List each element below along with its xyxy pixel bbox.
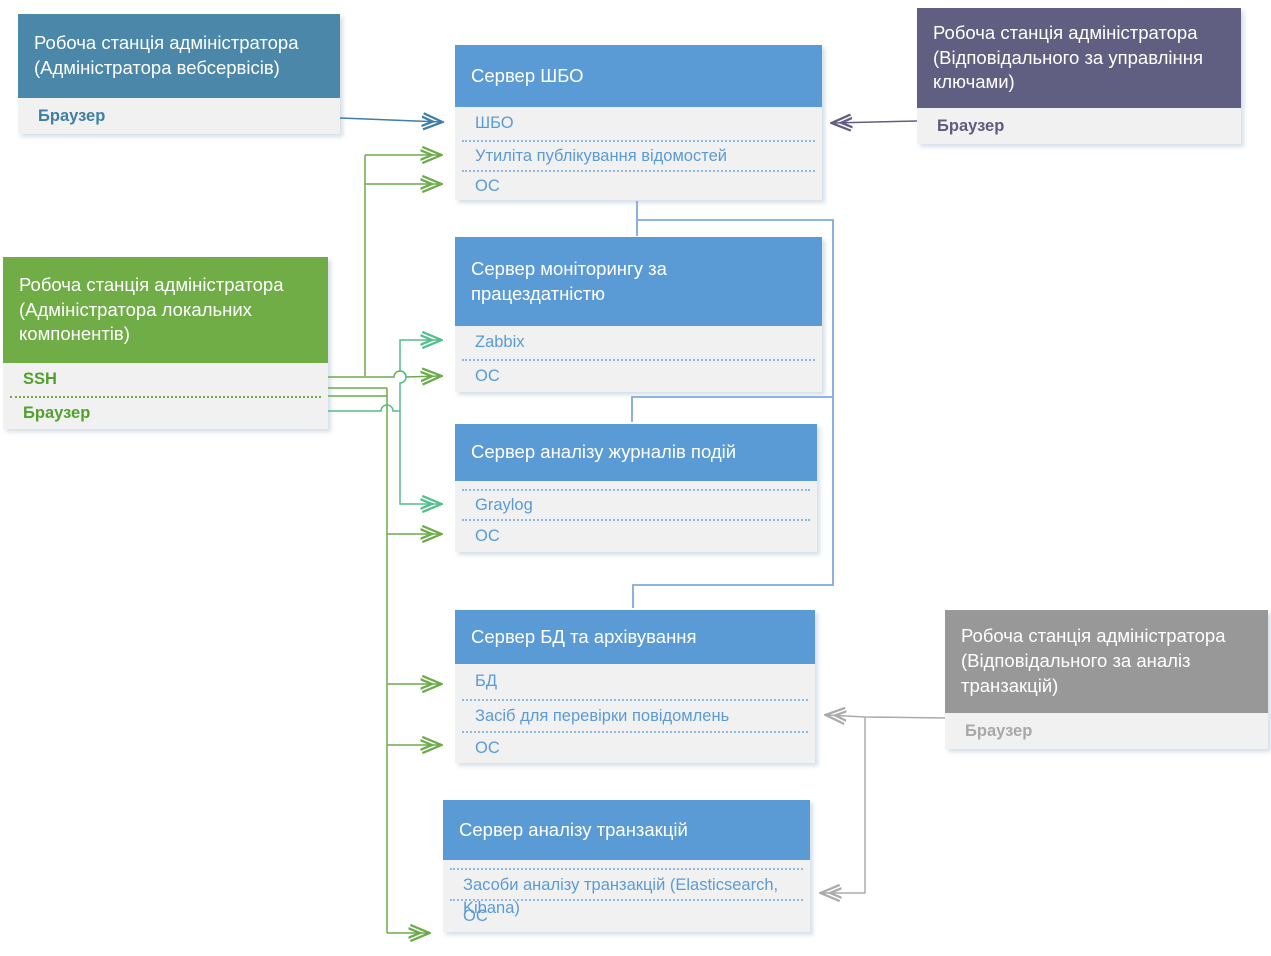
server-trans-title: Сервер аналізу транзакцій: [443, 800, 810, 860]
server-db-title: Сервер БД та архівування: [455, 610, 815, 664]
server-db-item-db: БД: [475, 672, 498, 690]
server-monitoring: Сервер моніторингу за працездатністю Zab…: [455, 237, 822, 392]
workstation-transactions: Робоча станція адміністратора (Відповіда…: [945, 610, 1268, 749]
server-shbo-item-shbo: ШБО: [475, 114, 514, 132]
workstation-keys-item-browser: Браузер: [937, 116, 1005, 135]
workstation-transactions-title: Робоча станція адміністратора (Відповіда…: [945, 610, 1268, 713]
server-monitoring-item-zabbix: Zabbix: [475, 333, 525, 351]
server-shbo-item-os: ОС: [462, 170, 815, 200]
workstation-keys: Робоча станція адміністратора (Відповіда…: [917, 8, 1241, 144]
workstation-local: Робоча станція адміністратора (Адміністр…: [3, 257, 328, 429]
edge-trans-browser-to-trans-tools: [822, 717, 866, 893]
workstation-local-item-ssh: SSH: [23, 370, 57, 388]
edge-local-browser-to-zabbix: [399, 340, 440, 411]
workstation-local-item-browser: Браузер: [10, 396, 321, 429]
server-trans-item-os: ОС: [450, 899, 803, 932]
edge-web-browser-to-shbo: [339, 118, 441, 122]
server-db-item-msgcheck: Засіб для перевірки повідомлень: [462, 699, 808, 731]
edge-trans-browser-to-msgcheck: [827, 715, 946, 718]
server-db: Сервер БД та архівування БД Засіб для пе…: [455, 610, 815, 763]
workstation-web-title: Робоча станція адміністратора (Адміністр…: [18, 14, 340, 98]
server-monitoring-title: Сервер моніторингу за працездатністю: [455, 237, 822, 326]
server-shbo: Сервер ШБО ШБО Утиліта публікування відо…: [455, 45, 822, 200]
server-trans-item-tools: Засоби аналізу транзакцій (Elasticsearch…: [450, 868, 803, 917]
edge-local-browser-stub: [328, 404, 400, 412]
server-monitoring-item-os: ОС: [462, 359, 815, 392]
server-logs: Сервер аналізу журналів подій Graylog ОС: [455, 424, 817, 552]
edge-keys-browser-to-shbo: [833, 121, 918, 123]
server-shbo-title: Сервер ШБО: [455, 45, 822, 107]
server-db-item-os: ОС: [462, 731, 808, 763]
server-logs-item-graylog: Graylog: [462, 489, 810, 519]
workstation-transactions-item-browser: Браузер: [965, 721, 1033, 740]
server-logs-item-os: ОС: [462, 519, 810, 552]
server-trans: Сервер аналізу транзакцій Засоби аналізу…: [443, 800, 810, 932]
server-logs-title: Сервер аналізу журналів подій: [455, 424, 817, 481]
workstation-web-item-browser: Браузер: [38, 106, 106, 125]
edge-shbo-to-logs: [631, 396, 833, 422]
workstation-local-title: Робоча станція адміністратора (Адміністр…: [3, 257, 328, 363]
edge-ssh-to-monitoring-os: [328, 371, 440, 377]
workstation-keys-title: Робоча станція адміністратора (Відповіда…: [917, 8, 1241, 108]
server-shbo-item-publisher: Утиліта публікування відомостей: [462, 140, 815, 170]
workstation-web: Робоча станція адміністратора (Адміністр…: [18, 14, 340, 134]
edge-local-browser-to-graylog: [399, 411, 440, 504]
